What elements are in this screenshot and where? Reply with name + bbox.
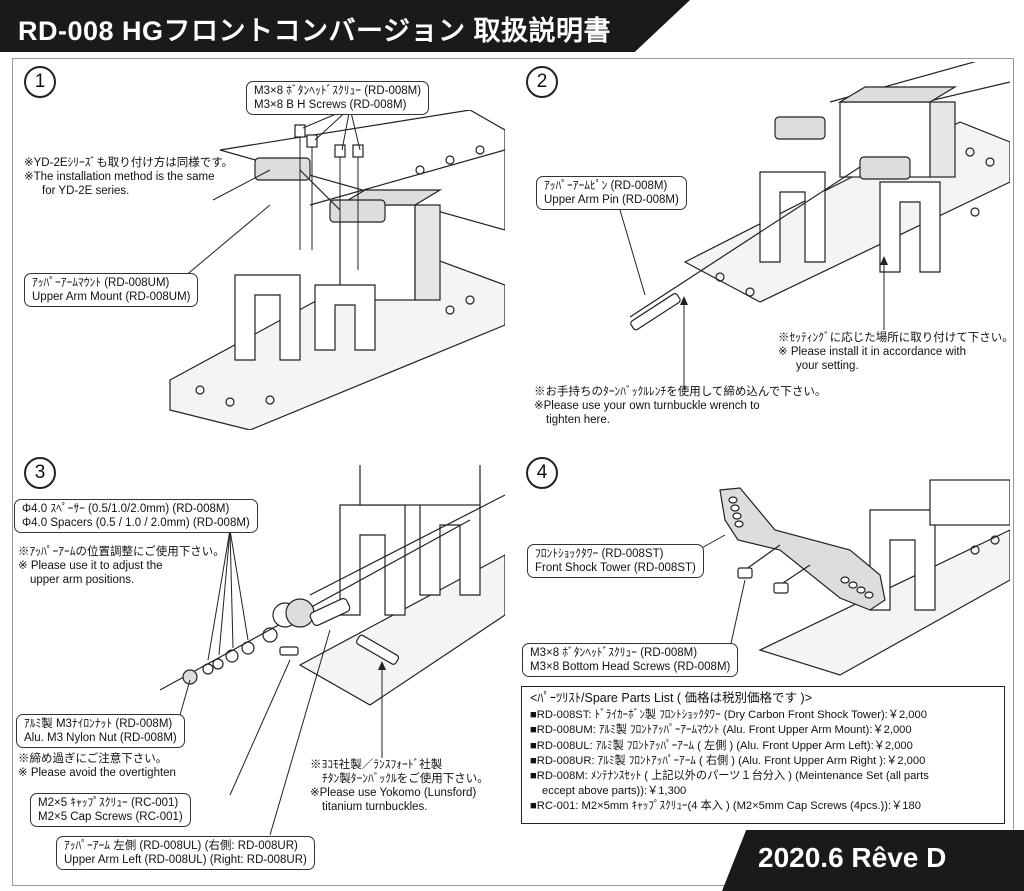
step-1-screws-jp: M3×8 ﾎﾞﾀﾝﾍｯﾄﾞｽｸﾘｭｰ (RD-008M) <box>254 85 422 97</box>
step-3-adjust-en: ※ Please use it to adjust the <box>18 560 163 572</box>
spare-parts-list: <ﾊﾟｰﾂﾘｽﾄ/Spare Parts List ( 価格は税別価格です )>… <box>521 686 1005 824</box>
step-4-tower-jp: ﾌﾛﾝﾄｼｮｯｸﾀﾜｰ (RD-008ST) <box>535 548 664 560</box>
parts-list-item: ■RC-001: M2×5mm ｷｬｯﾌﾟｽｸﾘｭｰ(4 本入 ) (M2×5m… <box>530 800 921 813</box>
step-4-tower-en: Front Shock Tower (RD-008ST) <box>535 562 696 574</box>
step-2-pin-en: Upper Arm Pin (RD-008M) <box>544 194 679 206</box>
step-1-diagram <box>169 110 505 430</box>
step-1-note-en: ※The installation method is the same <box>24 171 215 183</box>
step-1-mount-jp: ｱｯﾊﾟｰｱｰﾑﾏｳﾝﾄ (RD-008UM) <box>32 277 170 289</box>
step-3-caps-en: M2×5 Cap Screws (RC-001) <box>38 811 183 823</box>
step-2-setting-en-2: your setting. <box>796 360 859 372</box>
parts-list-item: ■RD-008M: ﾒﾝﾃﾅﾝｽｾｯﾄ ( 上記以外のパーツ１台分入 ) (Me… <box>530 770 929 783</box>
step-3-yokomo-jp: ※ﾖｺﾓ社製／ﾗﾝｽﾌｫｰﾄﾞ社製 <box>310 759 443 771</box>
step-3-nut-jp: ｱﾙﾐ製 M3ﾅｲﾛﾝﾅｯﾄ (RD-008M) <box>24 718 173 730</box>
step-1-screws-en: M3×8 B H Screws (RD-008M) <box>254 99 407 111</box>
step-3-yokomo-jp-2: ﾁﾀﾝ製ﾀｰﾝﾊﾞｯｸﾙをご使用下さい。 <box>322 773 489 785</box>
step-3-arm-label: ｱｯﾊﾟｰｱｰﾑ 左側 (RD-008UL) (右側: RD-008UR) Up… <box>56 836 315 870</box>
step-3-number: 3 <box>24 457 56 489</box>
step-4-screws-en: M3×8 Bottom Head Screws (RD-008M) <box>530 661 731 673</box>
step-1-number: 1 <box>24 66 56 98</box>
step-3-adjust-jp: ※ｱｯﾊﾟｰｱｰﾑの位置調整にご使用下さい。 <box>18 546 225 558</box>
footer-bar <box>722 830 1024 891</box>
step-2-wrench-en-2: tighten here. <box>546 414 610 426</box>
step-4-number: 4 <box>526 457 558 489</box>
parts-list-item: ■RD-008UM: ｱﾙﾐ製 ﾌﾛﾝﾄｱｯﾊﾟｰｱｰﾑﾏｳﾝﾄ (Alu. F… <box>530 724 912 737</box>
footer-date-brand: 2020.6 Rêve D <box>758 842 947 873</box>
step-1-mount-en: Upper Arm Mount (RD-008UM) <box>32 291 191 303</box>
parts-list-item: eccept above parts)):￥1,300 <box>542 785 687 798</box>
step-2-setting-jp: ※ｾｯﾃｨﾝｸﾞに応じた場所に取り付けて下さい。 <box>778 332 1014 344</box>
step-3-nut-en: Alu. M3 Nylon Nut (RD-008M) <box>24 732 177 744</box>
step-2-pin-label: ｱｯﾊﾟｰｱｰﾑﾋﾟﾝ (RD-008M) Upper Arm Pin (RD-… <box>536 176 687 210</box>
step-3-adjust-en-2: upper arm positions. <box>30 574 135 586</box>
step-3-arm-en: Upper Arm Left (RD-008UL) (Right: RD-008… <box>64 854 307 866</box>
parts-list-item: ■RD-008ST: ﾄﾞﾗｲｶｰﾎﾞﾝ製 ﾌﾛﾝﾄｼｮｯｸﾀﾜｰ (Dry C… <box>530 709 927 722</box>
parts-list-item: ■RD-008UR: ｱﾙﾐ製 ﾌﾛﾝﾄｱｯﾊﾟｰｱｰﾑ ( 右側 ) (Alu… <box>530 754 926 767</box>
step-2-diagram <box>630 62 1010 331</box>
step-3-spacers-jp: Φ4.0 ｽﾍﾟｰｻｰ (0.5/1.0/2.0mm) (RD-008M) <box>22 503 230 515</box>
step-4-diagram <box>719 479 1010 676</box>
parts-list-heading: <ﾊﾟｰﾂﾘｽﾄ/Spare Parts List ( 価格は税別価格です )> <box>530 691 812 705</box>
step-4-tower-label: ﾌﾛﾝﾄｼｮｯｸﾀﾜｰ (RD-008ST) Front Shock Tower… <box>527 544 704 578</box>
step-3-yokomo-en-2: titanium turnbuckles. <box>322 801 428 813</box>
step-2-wrench-jp: ※お手持ちのﾀｰﾝﾊﾞｯｸﾙﾚﾝﾁを使用して締め込んで下さい。 <box>534 386 827 398</box>
step-3-spacers-en: Φ4.0 Spacers (0.5 / 1.0 / 2.0mm) (RD-008… <box>22 517 250 529</box>
step-2-wrench-en: ※Please use your own turnbuckle wrench t… <box>534 400 760 412</box>
step-3-yokomo-en: ※Please use Yokomo (Lunsford) <box>310 787 477 799</box>
step-1-mount-label: ｱｯﾊﾟｰｱｰﾑﾏｳﾝﾄ (RD-008UM) Upper Arm Mount … <box>24 273 199 307</box>
title-bar <box>0 0 690 52</box>
step-3-adjust-note: ※ｱｯﾊﾟｰｱｰﾑの位置調整にご使用下さい。 ※ Please use it t… <box>18 545 225 587</box>
step-1-screws-label: M3×8 ﾎﾞﾀﾝﾍｯﾄﾞｽｸﾘｭｰ (RD-008M) M3×8 B H Sc… <box>246 81 430 115</box>
parts-list-item: ■RD-008UL: ｱﾙﾐ製 ﾌﾛﾝﾄｱｯﾊﾟｰｱｰﾑ ( 左側 ) (Alu… <box>530 739 913 752</box>
step-3-overtighten-note: ※締め過ぎにご注意下さい。 ※ Please avoid the overtig… <box>18 752 176 780</box>
step-3-nut-label: ｱﾙﾐ製 M3ﾅｲﾛﾝﾅｯﾄ (RD-008M) Alu. M3 Nylon N… <box>16 714 185 748</box>
step-4-screws-jp: M3×8 ﾎﾞﾀﾝﾍｯﾄﾞｽｸﾘｭｰ (RD-008M) <box>530 647 698 659</box>
step-4-screws-label: M3×8 ﾎﾞﾀﾝﾍｯﾄﾞｽｸﾘｭｰ (RD-008M) M3×8 Bottom… <box>522 643 739 677</box>
step-2-setting-note: ※ｾｯﾃｨﾝｸﾞに応じた場所に取り付けて下さい。 ※ Please instal… <box>778 331 1014 373</box>
step-3-spacers-label: Φ4.0 ｽﾍﾟｰｻｰ (0.5/1.0/2.0mm) (RD-008M) Φ4… <box>14 499 258 533</box>
step-1-note-jp: ※YD-2Eｼﾘｰｽﾞも取り付け方は同様です。 <box>24 157 234 169</box>
step-1-note: ※YD-2Eｼﾘｰｽﾞも取り付け方は同様です。 ※The installatio… <box>24 156 233 198</box>
step-3-caps-jp: M2×5 ｷｬｯﾌﾟｽｸﾘｭｰ (RC-001) <box>38 797 179 809</box>
step-3-caps-label: M2×5 ｷｬｯﾌﾟｽｸﾘｭｰ (RC-001) M2×5 Cap Screws… <box>30 793 191 827</box>
step-3-yokomo-note: ※ﾖｺﾓ社製／ﾗﾝｽﾌｫｰﾄﾞ社製 ﾁﾀﾝ製ﾀｰﾝﾊﾞｯｸﾙをご使用下さい。 ※… <box>310 758 489 814</box>
step-2-number: 2 <box>526 66 558 98</box>
step-1-note-en-2: for YD-2E series. <box>42 185 130 197</box>
step-3-arm-jp: ｱｯﾊﾟｰｱｰﾑ 左側 (RD-008UL) (右側: RD-008UR) <box>64 840 298 852</box>
step-3-overtighten-en: ※ Please avoid the overtighten <box>18 767 176 779</box>
step-2-setting-en: ※ Please install it in accordance with <box>778 346 966 358</box>
step-2-pin-jp: ｱｯﾊﾟｰｱｰﾑﾋﾟﾝ (RD-008M) <box>544 180 668 192</box>
step-2-wrench-note: ※お手持ちのﾀｰﾝﾊﾞｯｸﾙﾚﾝﾁを使用して締め込んで下さい。 ※Please … <box>534 385 826 427</box>
page-frame <box>12 58 1014 886</box>
step-3-overtighten-jp: ※締め過ぎにご注意下さい。 <box>18 753 168 765</box>
document-title: RD-008 HGフロントコンバージョン 取扱説明書 <box>18 16 611 46</box>
step-3-diagram <box>160 465 505 706</box>
